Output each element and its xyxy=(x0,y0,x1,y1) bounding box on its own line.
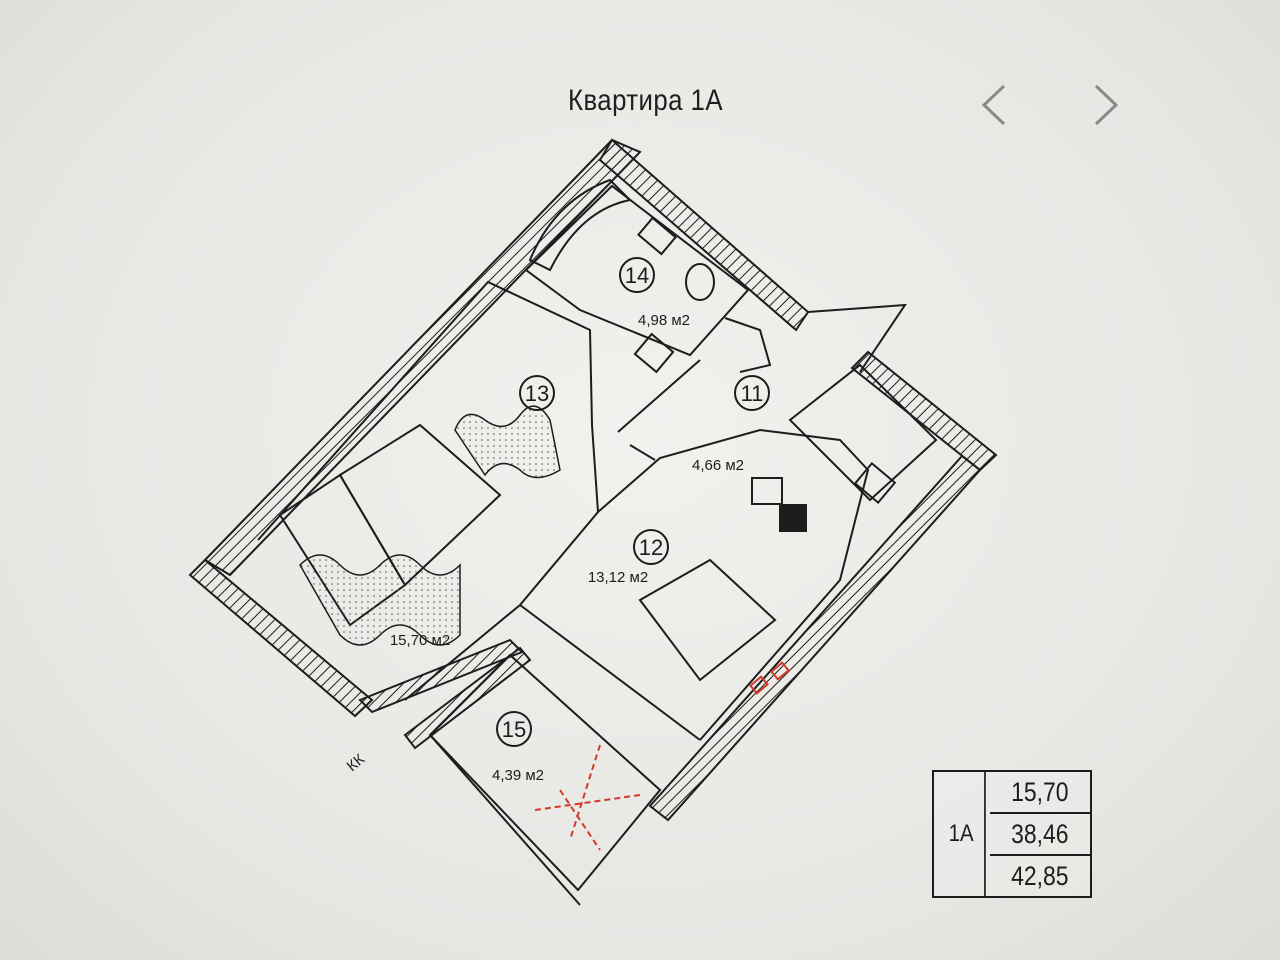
room-number: 12 xyxy=(639,535,663,560)
rug-upper xyxy=(454,405,561,479)
room-number: 13 xyxy=(525,381,549,406)
exterior-walls xyxy=(188,138,998,822)
area-summary-table: 1А 15,70 38,46 42,85 xyxy=(932,770,1092,898)
apartment-code: 1А xyxy=(938,772,986,896)
total-area-with-balcony: 42,85 xyxy=(1011,860,1069,891)
room-area: 4,98 м2 xyxy=(638,312,690,329)
page-title: Квартира 1А xyxy=(568,84,723,117)
living-area: 15,70 xyxy=(990,772,1090,814)
total-area: 38,46 xyxy=(990,814,1090,856)
room-14[interactable]: 14 4,98 м2 xyxy=(619,257,690,329)
room-area: 13,12 м2 xyxy=(588,569,648,586)
chevron-left-icon xyxy=(981,84,1006,126)
room-area: 4,66 м2 xyxy=(692,457,744,474)
room-11[interactable]: 11 4,66 м2 xyxy=(692,375,770,474)
room-area: 4,39 м2 xyxy=(492,767,544,784)
kk-label: КК xyxy=(344,751,369,775)
room-area: 15,70 м2 xyxy=(390,632,450,649)
rug xyxy=(299,554,461,646)
room-15[interactable]: 15 4,39 м2 xyxy=(492,711,544,784)
room-number: 14 xyxy=(625,263,649,288)
area-values: 15,70 38,46 42,85 xyxy=(990,772,1090,896)
window-marker xyxy=(770,661,790,681)
interior-walls xyxy=(257,178,938,906)
window-marker xyxy=(749,675,769,695)
room-13[interactable]: 13 15,70 м2 xyxy=(390,375,555,649)
room-12[interactable]: 12 13,12 м2 xyxy=(588,529,669,586)
next-apartment-button[interactable] xyxy=(1084,82,1124,128)
prev-apartment-button[interactable] xyxy=(976,82,1016,128)
room-number: 11 xyxy=(741,381,764,406)
chevron-right-icon xyxy=(1094,84,1119,126)
room-number: 15 xyxy=(502,717,526,742)
